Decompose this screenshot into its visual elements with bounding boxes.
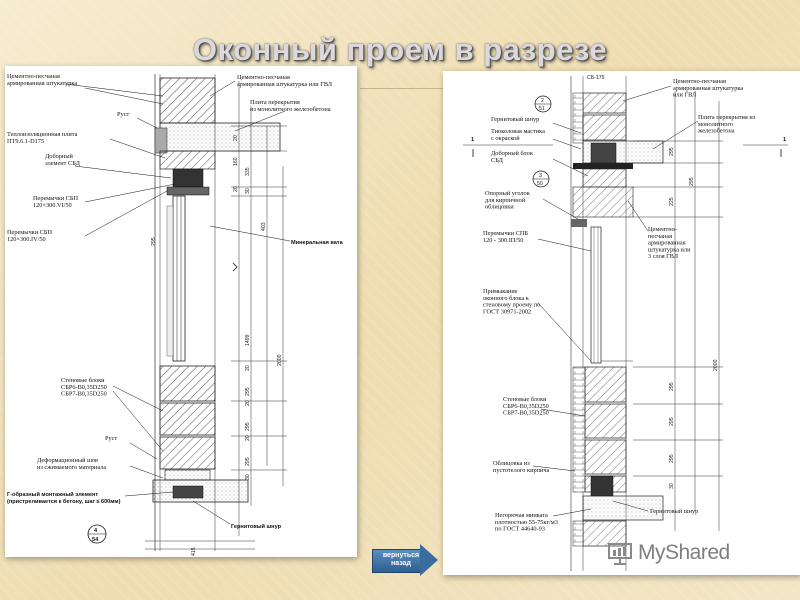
dimension-label: 295 [669,382,675,391]
slide-title: Оконный проем в разрезе [192,32,608,67]
section-mark-right: 1 [783,137,786,143]
floor-slab [159,122,281,152]
label-rust-bottom: Руст [105,435,117,442]
window-frame [590,226,602,364]
watermark: MyShared [606,538,796,568]
wall-block-2 [159,402,216,436]
label-hermetic-top: Гернитовый шнур [491,116,539,123]
dimension-label: 20 [245,365,251,371]
back-arrow-icon [420,544,438,576]
back-button[interactable]: вернуться назад [372,544,438,576]
window-frame [172,195,186,362]
dimension-label: 20 [233,135,239,141]
dimension-label: 30 [669,483,675,489]
top-wall-block [159,77,216,124]
dimension-label: 295 [669,147,675,156]
dimension-label: 295 [669,417,675,426]
label-g-element: Г-образный монтажный элемент(пристрелива… [7,491,121,505]
svg-text:50: 50 [537,181,543,187]
dimension-label: 30 [245,188,251,194]
dimension-label: 2000 [713,359,719,371]
dimension-label: 2000 [277,354,283,366]
left-dimensions: 20 160 20 335 30 295 403 1499 2000 20 295 20 295 20 29… [151,135,283,556]
presentation-icon [608,543,632,565]
dimension-label: 295 [151,237,157,246]
dimension-label: 295 [245,457,251,466]
dimension-label: 1499 [245,334,251,346]
dimension-label: 295 [245,422,251,431]
section-mark-left: 1 [471,137,474,143]
dimension-label: 20 [245,400,251,406]
dimension-label: 30 [245,474,251,480]
bottom-slab [582,495,664,521]
label-hermetic-bottom: Гернитовый шнур [650,508,698,515]
wall-block-1 [159,365,216,402]
svg-text:54: 54 [92,537,99,543]
label-mineral-wool: Минеральная вата [291,240,344,246]
watermark-text: MyShared [638,541,730,564]
lintel-block [172,168,204,188]
svg-text:51: 51 [539,106,545,112]
dimension-label: 415 [191,547,197,556]
back-button-label: вернуться назад [382,552,420,567]
right-dimensions: 295 225 295 2000 295 295 295 30 [669,147,719,489]
dimension-label: 403 [261,222,267,231]
svg-text:3: 3 [539,173,542,179]
svg-text:2: 2 [541,98,544,104]
label-top-dim: СБ-175 [587,75,605,81]
dimension-label: 335 [245,167,251,176]
dimension-label: 20 [245,435,251,441]
label-rust-top: Руст [117,111,129,118]
back-arrow-body [372,549,421,573]
label-hermetic: Гернитовый шнур [231,523,282,530]
dimension-label: 225 [669,197,675,206]
dimension-label: 20 [233,186,239,192]
svg-text:4: 4 [94,528,98,534]
dimension-label: 295 [669,454,675,463]
dimension-label: 160 [233,157,239,166]
dimension-label: 295 [689,177,695,186]
wall-block-3 [159,436,216,470]
dimension-label: 295 [245,387,251,396]
